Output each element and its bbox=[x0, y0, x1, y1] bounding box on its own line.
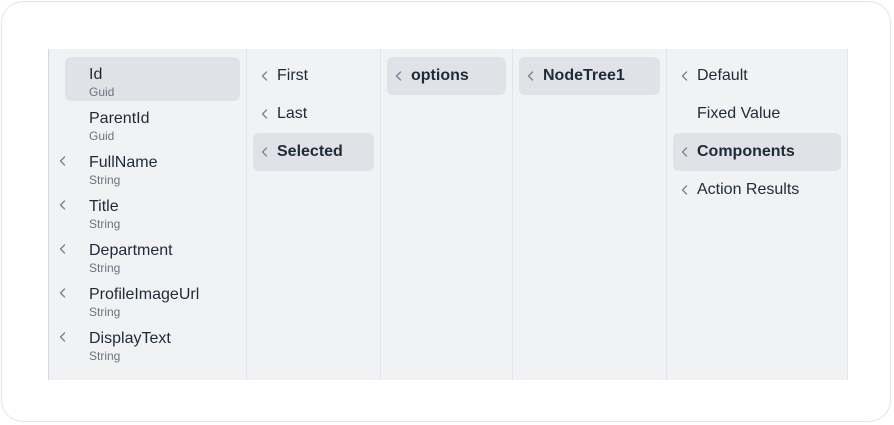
field-item-department[interactable]: Department String bbox=[59, 233, 240, 277]
source-label: Components bbox=[697, 143, 795, 160]
options-column: options bbox=[381, 49, 513, 380]
chevron-left-icon bbox=[679, 183, 691, 197]
source-item-default[interactable]: Default bbox=[673, 57, 841, 95]
source-item-action-results[interactable]: Action Results bbox=[673, 171, 841, 209]
source-column: Default Fixed Value Components Action Re… bbox=[667, 49, 848, 380]
field-name: Title bbox=[89, 198, 119, 215]
field-type: Guid bbox=[89, 85, 115, 99]
options-item[interactable]: options bbox=[387, 57, 506, 95]
field-type: String bbox=[89, 261, 121, 275]
mode-label: Selected bbox=[277, 143, 343, 160]
source-label: Fixed Value bbox=[697, 105, 781, 122]
field-type: String bbox=[89, 305, 121, 319]
field-type: String bbox=[89, 217, 121, 231]
source-label: Default bbox=[697, 67, 748, 84]
component-item-nodetree1[interactable]: NodeTree1 bbox=[519, 57, 660, 95]
field-type: String bbox=[89, 349, 121, 363]
field-name: ProfileImageUrl bbox=[89, 286, 200, 303]
chevron-left-icon bbox=[57, 330, 69, 344]
field-item-displaytext[interactable]: DisplayText String bbox=[59, 321, 240, 365]
mode-label: First bbox=[277, 67, 309, 84]
field-item-parentid[interactable]: ParentId Guid bbox=[65, 101, 240, 145]
mode-column: First Last Selected bbox=[247, 49, 381, 380]
field-name: FullName bbox=[89, 154, 158, 171]
options-label: options bbox=[411, 67, 469, 84]
chevron-left-icon bbox=[259, 107, 271, 121]
field-type: String bbox=[89, 173, 121, 187]
component-column: NodeTree1 bbox=[513, 49, 667, 380]
chevron-left-icon bbox=[57, 286, 69, 300]
field-item-profileimageurl[interactable]: ProfileImageUrl String bbox=[59, 277, 240, 321]
chevron-left-icon bbox=[259, 69, 271, 83]
field-type: Guid bbox=[89, 129, 115, 143]
source-item-fixed-value[interactable]: Fixed Value bbox=[673, 95, 841, 133]
field-item-title[interactable]: Title String bbox=[59, 189, 240, 233]
field-name: ParentId bbox=[89, 110, 150, 127]
chevron-left-icon bbox=[393, 69, 405, 83]
chevron-left-icon bbox=[57, 198, 69, 212]
component-label: NodeTree1 bbox=[543, 67, 625, 84]
source-item-components[interactable]: Components bbox=[673, 133, 841, 171]
mode-label: Last bbox=[277, 105, 308, 122]
chevron-left-icon bbox=[525, 69, 537, 83]
source-label: Action Results bbox=[697, 181, 800, 198]
chevron-left-icon bbox=[57, 154, 69, 168]
field-item-fullname[interactable]: FullName String bbox=[59, 145, 240, 189]
field-name: Department bbox=[89, 242, 173, 259]
field-name: DisplayText bbox=[89, 330, 171, 347]
chevron-left-icon bbox=[259, 145, 271, 159]
column-browser: Id Guid ParentId Guid FullName String Ti… bbox=[48, 49, 848, 380]
mode-item-first[interactable]: First bbox=[253, 57, 374, 95]
field-item-id[interactable]: Id Guid bbox=[65, 57, 240, 101]
chevron-left-icon bbox=[679, 145, 691, 159]
fields-column: Id Guid ParentId Guid FullName String Ti… bbox=[48, 49, 247, 380]
mode-item-last[interactable]: Last bbox=[253, 95, 374, 133]
mode-item-selected[interactable]: Selected bbox=[253, 133, 374, 171]
chevron-left-icon bbox=[679, 69, 691, 83]
field-name: Id bbox=[89, 66, 103, 83]
chevron-left-icon bbox=[57, 242, 69, 256]
